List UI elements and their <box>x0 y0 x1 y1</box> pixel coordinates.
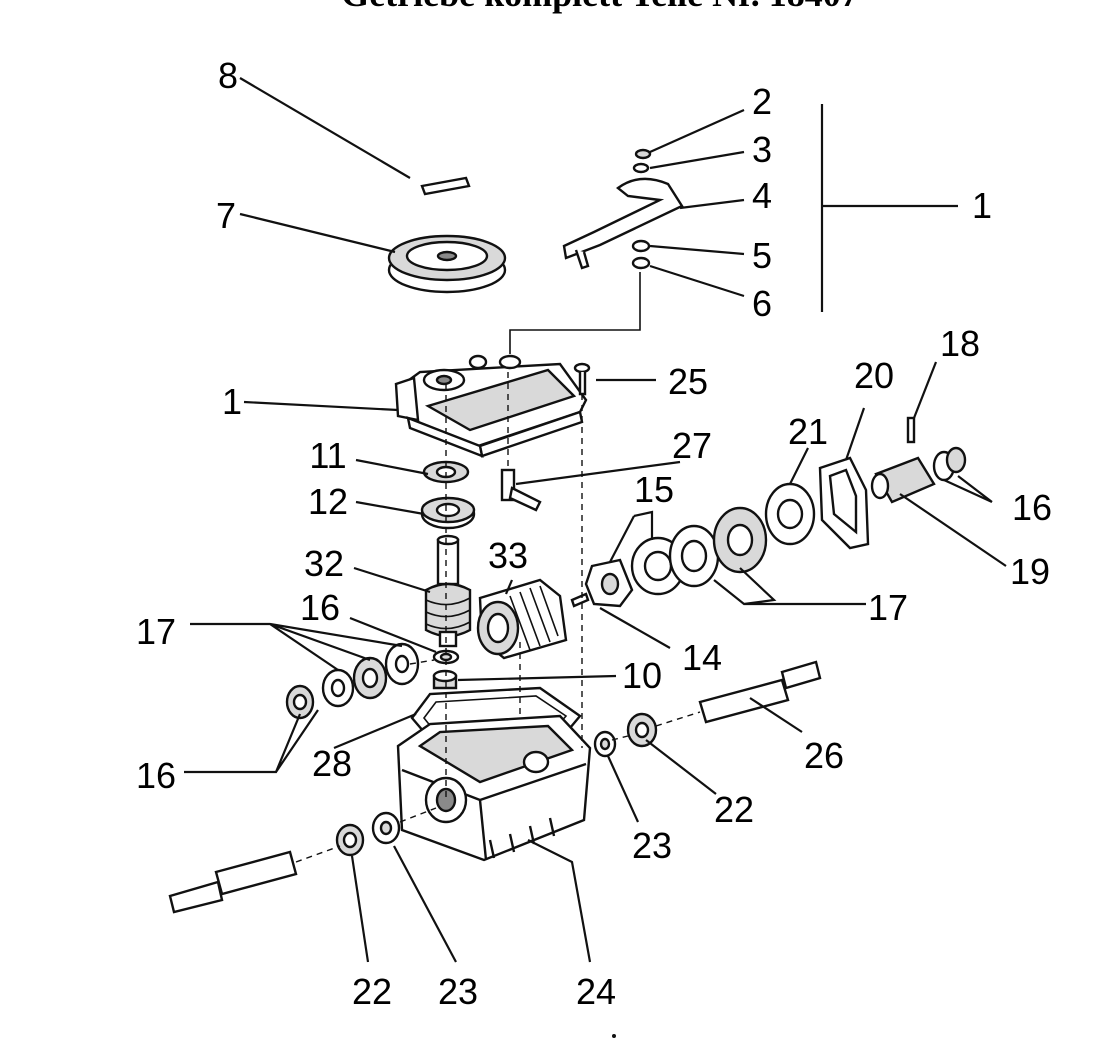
callout-6: 6 <box>752 283 772 324</box>
stray-dot <box>612 1034 616 1038</box>
callout-26: 26 <box>804 735 844 776</box>
callout-28: 28 <box>312 743 352 784</box>
callout-22-left: 22 <box>352 971 392 1012</box>
part-18-pin <box>906 416 916 444</box>
part-6-washer <box>631 256 651 270</box>
callout-18: 18 <box>940 323 980 364</box>
callout-10: 10 <box>622 655 662 696</box>
callout-1-assembly: 1 <box>972 185 992 226</box>
part-5-washer <box>631 239 651 253</box>
part-19-sleeve <box>870 456 936 504</box>
part-1-housing-cover <box>394 354 588 458</box>
callout-33: 33 <box>488 535 528 576</box>
part-16-washer-right <box>932 446 967 482</box>
callout-15: 15 <box>634 469 674 510</box>
callout-4: 4 <box>752 175 772 216</box>
callout-1-cover: 1 <box>222 381 242 422</box>
part-17-right-stack <box>668 506 768 588</box>
callout-14: 14 <box>682 637 722 678</box>
diagram-title: Getriebe komplett Teile Nr. 18407 <box>341 0 859 14</box>
part-20-gasket <box>818 456 870 550</box>
part-7-pulley <box>387 234 507 294</box>
callout-16-right: 16 <box>1012 487 1052 528</box>
part-10-bushing <box>432 669 458 690</box>
part-27-shift-pin <box>500 468 542 512</box>
callout-24: 24 <box>576 971 616 1012</box>
part-15-spline-washer <box>584 536 686 608</box>
callout-23-right: 23 <box>632 825 672 866</box>
callout-27: 27 <box>672 425 712 466</box>
part-33-gear <box>476 578 568 660</box>
callout-16-center: 16 <box>300 587 340 628</box>
part-16-17-left-stack <box>285 642 420 720</box>
part-2-nut <box>634 148 652 160</box>
part-25-screw <box>573 362 591 396</box>
part-22-bearing-right <box>626 712 658 748</box>
callout-11: 11 <box>309 435 346 476</box>
part-24-gearbox-housing <box>396 714 592 862</box>
part-23-seal-left <box>371 811 401 845</box>
part-3-washer <box>632 162 650 174</box>
part-axle-left <box>168 850 298 914</box>
part-32-worm-shaft <box>424 534 472 648</box>
callout-22-right: 22 <box>714 789 754 830</box>
callout-17-left: 17 <box>136 611 176 652</box>
part-14-pin <box>570 592 590 608</box>
callout-12: 12 <box>308 481 348 522</box>
part-4-lever <box>562 177 684 270</box>
parts <box>168 148 967 914</box>
part-12-bearing <box>420 496 476 530</box>
part-23-seal-right <box>593 730 617 758</box>
assembly-lines <box>295 272 701 863</box>
callout-2: 2 <box>752 81 772 122</box>
callout-32: 32 <box>304 543 344 584</box>
callout-5: 5 <box>752 235 772 276</box>
callout-8: 8 <box>218 55 238 96</box>
callout-20: 20 <box>854 355 894 396</box>
part-21-washer <box>764 482 816 546</box>
callout-16-left: 16 <box>136 755 176 796</box>
part-8-pin <box>420 176 471 196</box>
callout-3: 3 <box>752 129 772 170</box>
part-22-bearing-left <box>335 823 365 857</box>
callout-7: 7 <box>216 195 236 236</box>
callout-17-right: 17 <box>868 587 908 628</box>
callout-25: 25 <box>668 361 708 402</box>
part-26-axle-right <box>698 660 822 724</box>
callout-21: 21 <box>788 411 828 452</box>
leader-lines <box>184 77 1007 963</box>
callout-labels: 8 7 2 3 4 5 6 1 1 25 27 11 12 32 33 16 1… <box>136 55 1052 1012</box>
callout-19: 19 <box>1010 551 1050 592</box>
callout-23-left: 23 <box>438 971 478 1012</box>
